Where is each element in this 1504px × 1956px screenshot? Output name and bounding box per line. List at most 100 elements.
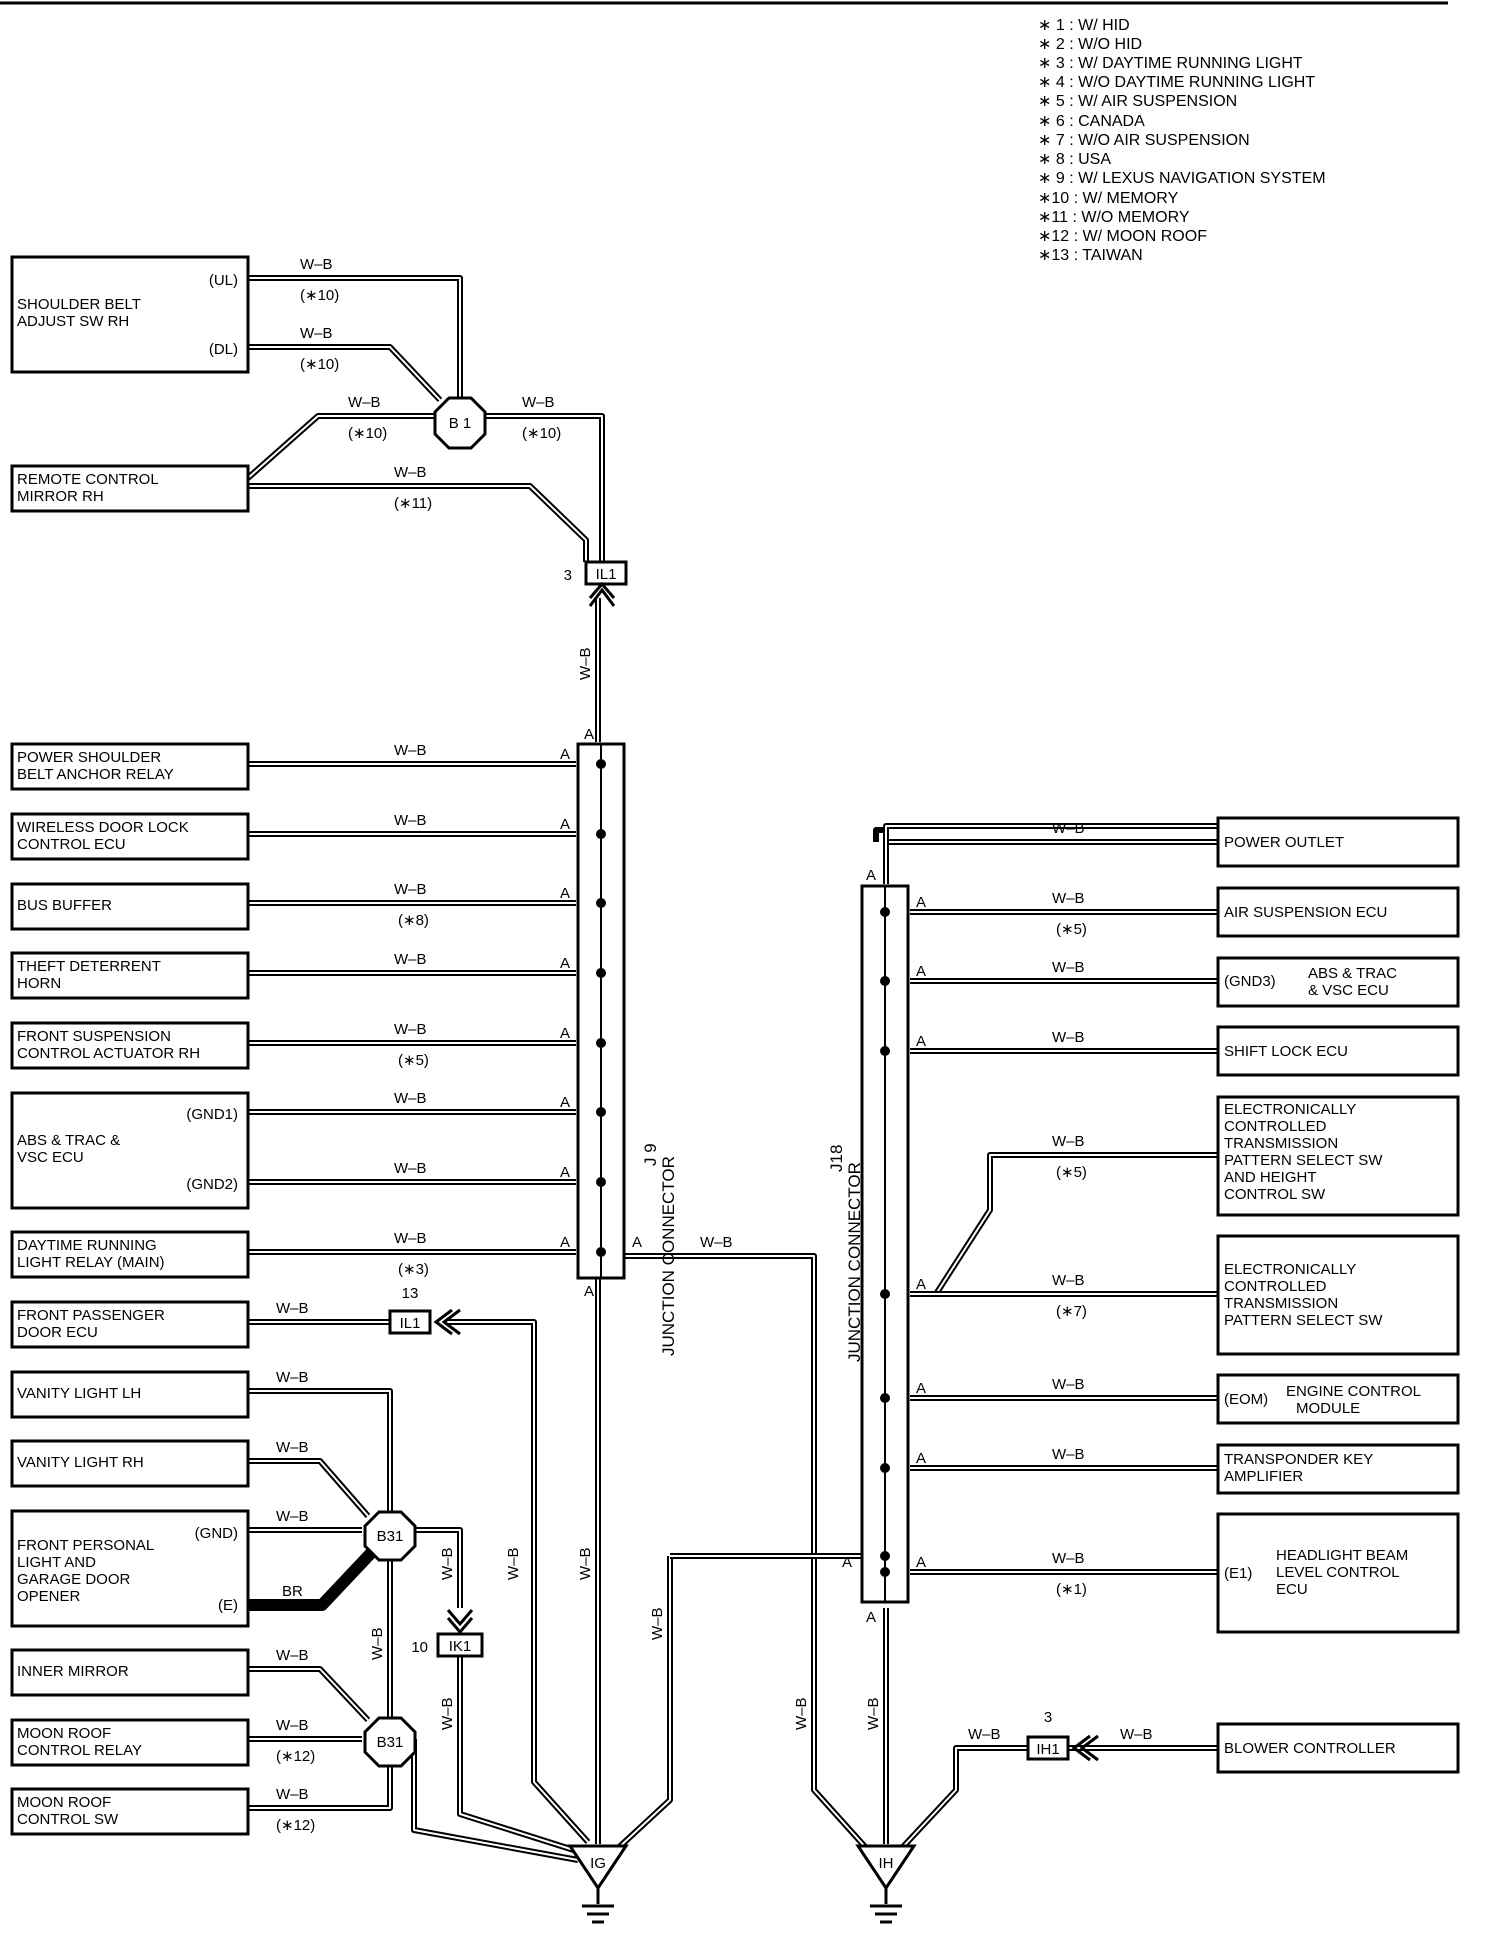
svg-text:W–B: W–B: [577, 1547, 594, 1580]
wire-condition: (∗10): [348, 425, 387, 442]
svg-text:REMOTE CONTROL: REMOTE CONTROL: [17, 471, 159, 488]
svg-text:W–B: W–B: [394, 1230, 427, 1247]
svg-text:SHOULDER BELT: SHOULDER BELT: [17, 296, 141, 313]
svg-text:A: A: [916, 894, 926, 911]
svg-text:CONTROL ACTUATOR RH: CONTROL ACTUATOR RH: [17, 1045, 200, 1062]
moon-roof-control-sw: MOON ROOF CONTROL SW: [10, 1787, 250, 1836]
wireless-door-lock-ecu: WIRELESS DOOR LOCK CONTROL ECU: [10, 812, 250, 861]
svg-text:INNER MIRROR: INNER MIRROR: [17, 1663, 129, 1680]
svg-text:DOOR ECU: DOOR ECU: [17, 1324, 98, 1341]
front-personal-light: FRONT PERSONAL LIGHT AND GARAGE DOOR OPE…: [10, 1509, 250, 1628]
svg-text:A: A: [866, 1609, 876, 1626]
ik1-connector: IK1 10: [411, 1609, 484, 1658]
svg-text:W–B: W–B: [1052, 1133, 1085, 1150]
svg-text:ABS & TRAC: ABS & TRAC: [1308, 965, 1397, 982]
svg-text:(∗12): (∗12): [276, 1748, 315, 1765]
vanity-light-lh: VANITY LIGHT LH: [10, 1370, 250, 1419]
svg-text:(GND3): (GND3): [1224, 973, 1276, 990]
svg-text:(∗12): (∗12): [276, 1817, 315, 1834]
transponder-key-amplifier: TRANSPONDER KEY AMPLIFIER: [1216, 1443, 1460, 1495]
svg-text:W–B: W–B: [865, 1697, 882, 1730]
br-wire: [248, 1547, 377, 1611]
svg-text:A: A: [916, 1380, 926, 1397]
svg-text:W–B: W–B: [369, 1627, 386, 1660]
svg-text:AMPLIFIER: AMPLIFIER: [1224, 1468, 1303, 1485]
blower-controller: BLOWER CONTROLLER: [1216, 1722, 1460, 1774]
svg-text:(∗8): (∗8): [398, 912, 429, 929]
svg-text:A: A: [842, 1554, 852, 1571]
svg-text:CONTROL RELAY: CONTROL RELAY: [17, 1742, 142, 1759]
svg-text:3: 3: [564, 567, 572, 584]
svg-text:W–B: W–B: [1120, 1726, 1153, 1743]
abs-trac-vsc-ecu-right: (GND3) ABS & TRAC & VSC ECU: [1216, 956, 1460, 1008]
inner-mirror: INNER MIRROR: [10, 1648, 250, 1697]
svg-text:(DL): (DL): [209, 341, 238, 358]
svg-text:LIGHT RELAY (MAIN): LIGHT RELAY (MAIN): [17, 1254, 165, 1271]
svg-text:FRONT PERSONAL: FRONT PERSONAL: [17, 1537, 154, 1554]
svg-text:W–B: W–B: [1052, 820, 1085, 837]
svg-text:W–B: W–B: [276, 1369, 309, 1386]
svg-text:TRANSMISSION: TRANSMISSION: [1224, 1295, 1338, 1312]
svg-text:GARAGE DOOR: GARAGE DOOR: [17, 1571, 131, 1588]
svg-text:DAYTIME RUNNING: DAYTIME RUNNING: [17, 1237, 157, 1254]
b31-lower-connector: B31: [363, 1716, 417, 1768]
svg-text:13: 13: [402, 1285, 419, 1302]
svg-text:MOON ROOF: MOON ROOF: [17, 1725, 111, 1742]
br-label: BR: [282, 1583, 303, 1600]
svg-text:PATTERN SELECT SW: PATTERN SELECT SW: [1224, 1312, 1383, 1329]
svg-text:A: A: [584, 1283, 594, 1300]
legend-item: ∗ 6 : CANADA: [1038, 113, 1145, 130]
svg-text:A: A: [916, 1276, 926, 1293]
power-shoulder-belt-relay: POWER SHOULDER BELT ANCHOR RELAY: [10, 742, 250, 791]
legend-item: ∗10 : W/ MEMORY: [1038, 190, 1179, 207]
svg-text:IL1: IL1: [596, 566, 617, 583]
moon-roof-control-relay: MOON ROOF CONTROL RELAY: [10, 1718, 250, 1767]
svg-text:TRANSPONDER KEY: TRANSPONDER KEY: [1224, 1451, 1373, 1468]
svg-text:W–B: W–B: [1052, 959, 1085, 976]
svg-text:B31: B31: [377, 1734, 404, 1751]
svg-text:BELT ANCHOR RELAY: BELT ANCHOR RELAY: [17, 766, 174, 783]
svg-text:W–B: W–B: [505, 1547, 522, 1580]
svg-text:MODULE: MODULE: [1296, 1400, 1360, 1417]
svg-text:A: A: [560, 746, 570, 763]
svg-text:B31: B31: [377, 1528, 404, 1545]
svg-text:WIRELESS DOOR LOCK: WIRELESS DOOR LOCK: [17, 819, 189, 836]
svg-text:A: A: [584, 726, 594, 743]
ih1-connector: IH1 3: [1026, 1709, 1099, 1762]
j9-label: J 9: [641, 1143, 660, 1166]
abs-trac-vsc-ecu-left: ABS & TRAC & VSC ECU (GND1) (GND2): [10, 1091, 250, 1210]
b1-connector: B 1: [433, 396, 487, 450]
svg-text:HORN: HORN: [17, 975, 61, 992]
svg-text:ABS & TRAC &: ABS & TRAC &: [17, 1132, 120, 1149]
svg-text:VANITY LIGHT LH: VANITY LIGHT LH: [17, 1385, 141, 1402]
svg-text:W–B: W–B: [1052, 1272, 1085, 1289]
legend-item: ∗12 : W/ MOON ROOF: [1038, 228, 1207, 245]
svg-text:ENGINE CONTROL: ENGINE CONTROL: [1286, 1383, 1421, 1400]
svg-text:POWER SHOULDER: POWER SHOULDER: [17, 749, 161, 766]
svg-text:(EOM): (EOM): [1224, 1391, 1268, 1408]
legend-item: ∗ 9 : W/ LEXUS NAVIGATION SYSTEM: [1038, 170, 1326, 187]
svg-text:ELECTRONICALLY: ELECTRONICALLY: [1224, 1101, 1356, 1118]
legend: ∗ 1 : W/ HID ∗ 2 : W/O HID ∗ 3 : W/ DAYT…: [1038, 17, 1326, 264]
svg-text:IH1: IH1: [1036, 1741, 1059, 1758]
svg-text:CONTROL ECU: CONTROL ECU: [17, 836, 126, 853]
svg-text:VSC ECU: VSC ECU: [17, 1149, 84, 1166]
wire-condition: (∗10): [300, 287, 339, 304]
svg-text:ECU: ECU: [1276, 1581, 1308, 1598]
svg-text:W–B: W–B: [394, 1021, 427, 1038]
svg-text:(∗3): (∗3): [398, 1261, 429, 1278]
svg-text:W–B: W–B: [1052, 890, 1085, 907]
svg-text:BUS BUFFER: BUS BUFFER: [17, 897, 112, 914]
svg-text:W–B: W–B: [1052, 1446, 1085, 1463]
svg-text:W–B: W–B: [1052, 1029, 1085, 1046]
legend-item: ∗13 : TAIWAN: [1038, 247, 1143, 264]
il1-mid-connector: IL1 13: [388, 1285, 461, 1336]
svg-text:W–B: W–B: [394, 881, 427, 898]
svg-text:BLOWER CONTROLLER: BLOWER CONTROLLER: [1224, 1740, 1396, 1757]
svg-text:FRONT PASSENGER: FRONT PASSENGER: [17, 1307, 165, 1324]
svg-text:W–B: W–B: [276, 1508, 309, 1525]
front-passenger-door-ecu: FRONT PASSENGER DOOR ECU: [10, 1300, 250, 1349]
bus-buffer: BUS BUFFER: [10, 882, 250, 931]
shoulder-belt-adjust-sw: SHOULDER BELT ADJUST SW RH (UL) (DL): [10, 255, 250, 374]
